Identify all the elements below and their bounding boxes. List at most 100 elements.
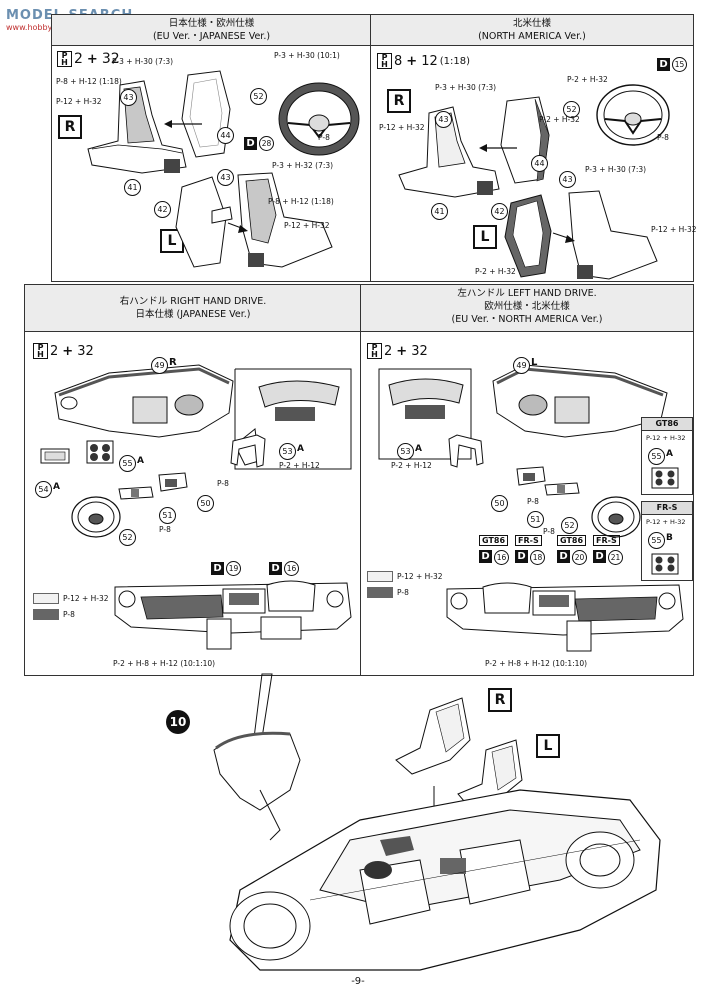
paint-a: 8	[394, 53, 403, 69]
note-3: P-12 + H-32	[379, 123, 425, 132]
panel-right-hand-drive: 右ハンドル RIGHT HAND DRIVE. 日本仕様 (JAPANESE V…	[24, 284, 362, 676]
legend-label-dark: P-8	[397, 588, 409, 597]
part-55-side: A	[137, 456, 144, 466]
d-number: 16	[494, 550, 509, 565]
part-42: 42	[154, 201, 171, 218]
step-side-l: L	[536, 734, 560, 758]
vent-panel-55b	[651, 553, 679, 575]
d-number: 20	[572, 550, 587, 565]
plus-sign: +	[396, 343, 408, 359]
frs-variant-box: FR-S P-12 + H-32 55 B	[641, 501, 693, 581]
paint-a: 2	[74, 51, 83, 67]
variant-label: GT86	[479, 535, 509, 546]
note-1: P-3 + H-30 (7:3)	[112, 57, 174, 66]
small-panel-54	[40, 448, 70, 464]
bottom-note: P-2 + H-8 + H-12 (10:1:10)	[113, 659, 216, 668]
plus-sign: +	[62, 343, 74, 359]
d-tag-16-gt86: GT86 D 16	[479, 535, 509, 565]
legend-swatch-dark	[33, 609, 59, 620]
part-52: 52	[563, 101, 580, 118]
part-53-side: A	[415, 444, 422, 454]
note-4: P-2 + H-32	[539, 115, 580, 124]
note-3: P-8	[543, 527, 555, 536]
note-5: P-8	[657, 133, 669, 142]
step-side-r: R	[488, 688, 512, 712]
panel-header: 左ハンドル LEFT HAND DRIVE. 欧州仕様・北米仕様 (EU Ver…	[361, 285, 693, 332]
dashboard-drawing	[54, 364, 234, 438]
d-tag-18-frs: FR-S D 18	[515, 535, 545, 565]
dashboard-front-drawing	[446, 582, 684, 652]
d-tag-16: D 16	[269, 561, 299, 576]
note-6: P-3 + H-30 (7:3)	[585, 165, 647, 174]
legend-label-dark: P-8	[63, 610, 75, 619]
note-7: P-12 + H-32	[651, 225, 697, 234]
note-6: P-3 + H-32 (7:3)	[272, 161, 334, 170]
d-tag: D 15	[657, 57, 687, 72]
panel-title-2: 欧州仕様・北米仕様	[484, 301, 570, 312]
panel-title-1: 右ハンドル RIGHT HAND DRIVE.	[119, 296, 267, 307]
legend-label-light: P-12 + H-32	[63, 594, 109, 603]
note-1: P-3 + H-30 (7:3)	[435, 83, 497, 92]
zoom-detail-box	[378, 368, 472, 460]
d-number: 15	[672, 57, 687, 72]
part-49-side: L	[531, 357, 538, 368]
part-43-bottom: 43	[559, 171, 576, 188]
bracket-51	[544, 482, 580, 496]
d-tag-20-gt86: GT86 D 20	[557, 535, 587, 565]
vent-panel-55	[86, 440, 114, 464]
seat-r-drawing	[87, 80, 187, 174]
panel-left-hand-drive: 左ハンドル LEFT HAND DRIVE. 欧州仕様・北米仕様 (EU Ver…	[360, 284, 694, 676]
watermark-url: www.hobbyzone.com	[6, 23, 92, 32]
note-8: P-12 + H-32	[284, 221, 330, 230]
side-r-label: R	[58, 115, 82, 139]
side-l-label: L	[473, 225, 497, 249]
d-letter: D	[593, 550, 606, 563]
part-52: 52	[250, 88, 267, 105]
part-43-top: 43	[120, 89, 137, 106]
paint-b: 32	[411, 343, 428, 359]
frs-box-title: FR-S	[642, 502, 692, 515]
note-8: P-2 + H-32	[475, 267, 516, 276]
vent-panel-55a	[651, 467, 679, 489]
gt86-box-side: A	[666, 449, 673, 459]
side-r-label: R	[387, 89, 411, 113]
legend-label-light: P-12 + H-32	[397, 572, 443, 581]
part-51: 51	[527, 511, 544, 528]
d-letter: D	[479, 550, 492, 563]
seat-l-drawing	[175, 172, 333, 268]
part-41: 41	[431, 203, 448, 220]
legend-swatch-light	[367, 571, 393, 582]
part-50: 50	[197, 495, 214, 512]
part-43-bottom: 43	[217, 169, 234, 186]
paint-a: 2	[50, 343, 59, 359]
part-49-side: R	[169, 357, 177, 368]
seat-back-part	[500, 96, 550, 184]
d-number: 19	[226, 561, 241, 576]
part-53: 53	[279, 443, 296, 460]
d-number: 16	[284, 561, 299, 576]
part-44: 44	[531, 155, 548, 172]
part-44: 44	[217, 127, 234, 144]
note-7: P-8 + H-12 (1:18)	[268, 197, 334, 206]
part-52: 52	[119, 529, 136, 546]
variant-label: FR-S	[515, 535, 542, 546]
part-41: 41	[124, 179, 141, 196]
frs-box-side: B	[666, 533, 673, 543]
variant-label: FR-S	[593, 535, 620, 546]
panel-title-en: (EU Ver.・JAPANESE Ver.)	[152, 31, 271, 42]
plus-sign: +	[86, 51, 98, 67]
switch-50	[516, 466, 546, 486]
part-54-side: A	[53, 482, 60, 492]
d-tag-19: D 19	[211, 561, 241, 576]
d-number: 21	[608, 550, 623, 565]
part-53-side: A	[297, 444, 304, 454]
note-2: P-8	[217, 479, 229, 488]
panel-header: 北米仕様 (NORTH AMERICA Ver.)	[371, 15, 693, 46]
gt86-box-note: P-12 + H-32	[646, 434, 686, 442]
panel-title-jp: 北米仕様	[512, 18, 551, 29]
